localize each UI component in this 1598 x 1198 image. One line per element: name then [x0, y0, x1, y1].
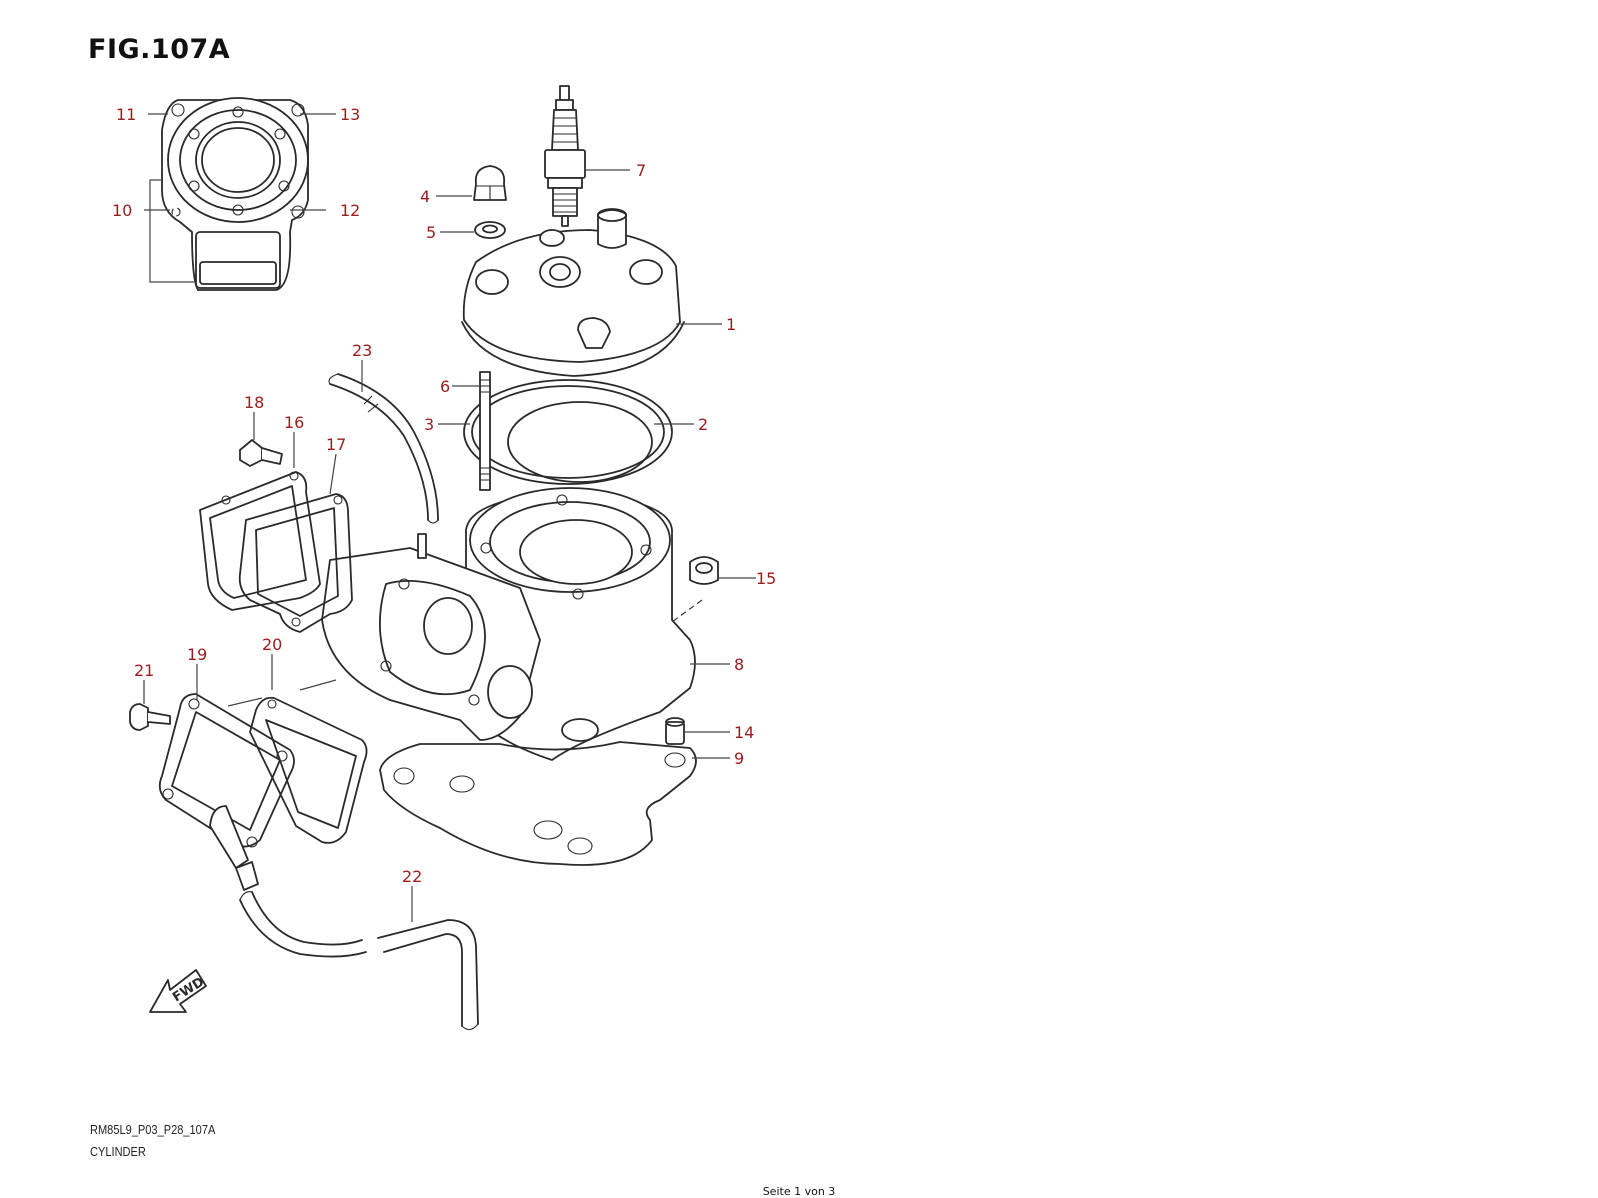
reed-cover-gasket [249, 696, 368, 844]
forward-direction-arrow: FWD [149, 969, 207, 1013]
callout-16: 16 [284, 413, 304, 432]
callout-18: 18 [244, 393, 264, 412]
flange-nut [689, 556, 719, 585]
callout-20: 20 [262, 635, 282, 654]
cylinder-head [461, 208, 685, 377]
drain-hose [239, 891, 479, 1031]
cylinder-body [321, 487, 696, 761]
breather-hose [328, 373, 439, 524]
cylinder-inset-view [161, 97, 309, 291]
bolt-18 [239, 439, 283, 467]
callout-22: 22 [402, 867, 422, 886]
spark-plug [544, 85, 586, 227]
callout-10: 10 [112, 201, 132, 220]
callout-1: 1 [726, 315, 736, 334]
reed-gasket-rear [238, 493, 353, 633]
callout-23: 23 [352, 341, 372, 360]
callout-12: 12 [340, 201, 360, 220]
callout-2: 2 [698, 415, 708, 434]
base-gasket [379, 741, 697, 866]
callout-14: 14 [734, 723, 754, 742]
callout-13: 13 [340, 105, 360, 124]
callout-labels: 1 2 3 4 5 6 7 8 9 10 11 12 13 14 15 16 1… [112, 105, 776, 886]
reed-cover [158, 693, 295, 891]
dowel-pin [665, 717, 685, 745]
reed-gasket-front [199, 471, 321, 611]
washer [474, 221, 506, 239]
callout-9: 9 [734, 749, 744, 768]
callout-11: 11 [116, 105, 136, 124]
figure-code: RM85L9_P03_P28_107A [90, 1122, 216, 1137]
page-counter: Seite 1 von 3 [762, 1185, 836, 1198]
stud-bolt [479, 371, 491, 491]
cap-nut [473, 165, 507, 201]
callout-17: 17 [326, 435, 346, 454]
callout-3: 3 [424, 415, 434, 434]
head-gasket [463, 379, 673, 485]
callout-15: 15 [756, 569, 776, 588]
callout-4: 4 [420, 187, 430, 206]
callout-8: 8 [734, 655, 744, 674]
figure-title: FIG.107A [88, 34, 231, 65]
callout-6: 6 [440, 377, 450, 396]
figure-name: CYLINDER [90, 1144, 146, 1159]
callout-7: 7 [636, 161, 646, 180]
callout-5: 5 [426, 223, 436, 242]
bolt-21 [129, 703, 171, 731]
callout-21: 21 [134, 661, 154, 680]
callout-19: 19 [187, 645, 207, 664]
